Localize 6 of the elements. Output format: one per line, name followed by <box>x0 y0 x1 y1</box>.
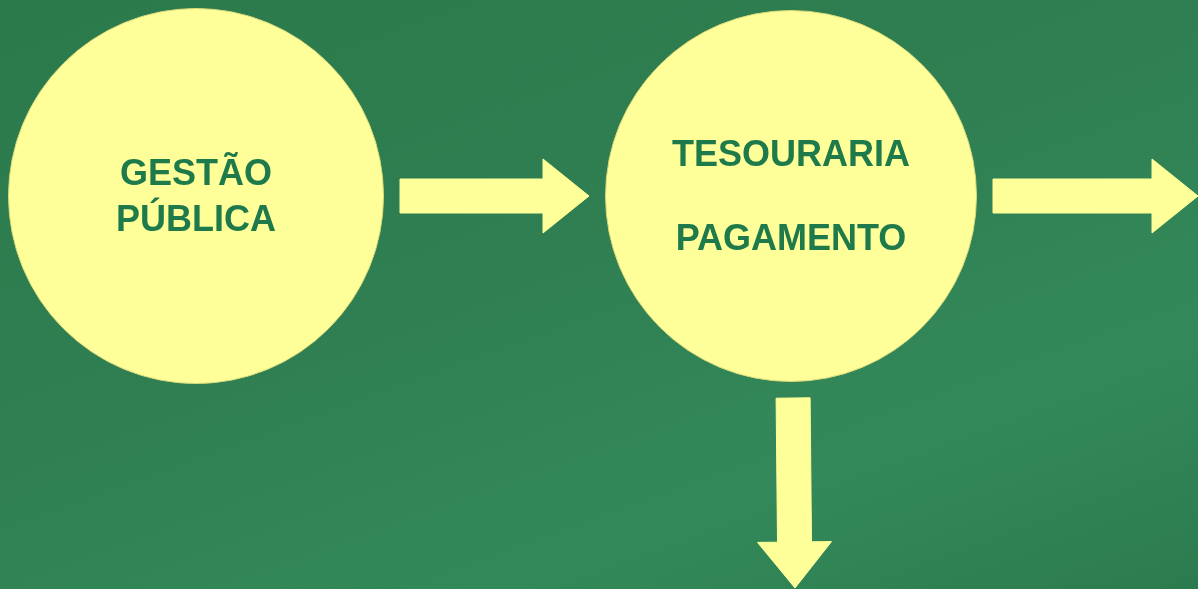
node-label: PAGAMENTO <box>674 216 908 260</box>
block-arrow <box>992 158 1198 234</box>
block-arrow <box>399 158 590 234</box>
block-arrow <box>757 397 832 589</box>
node-label: GESTÃO PÚBLICA <box>115 151 277 241</box>
node-label: TESOURARIA <box>671 132 911 176</box>
